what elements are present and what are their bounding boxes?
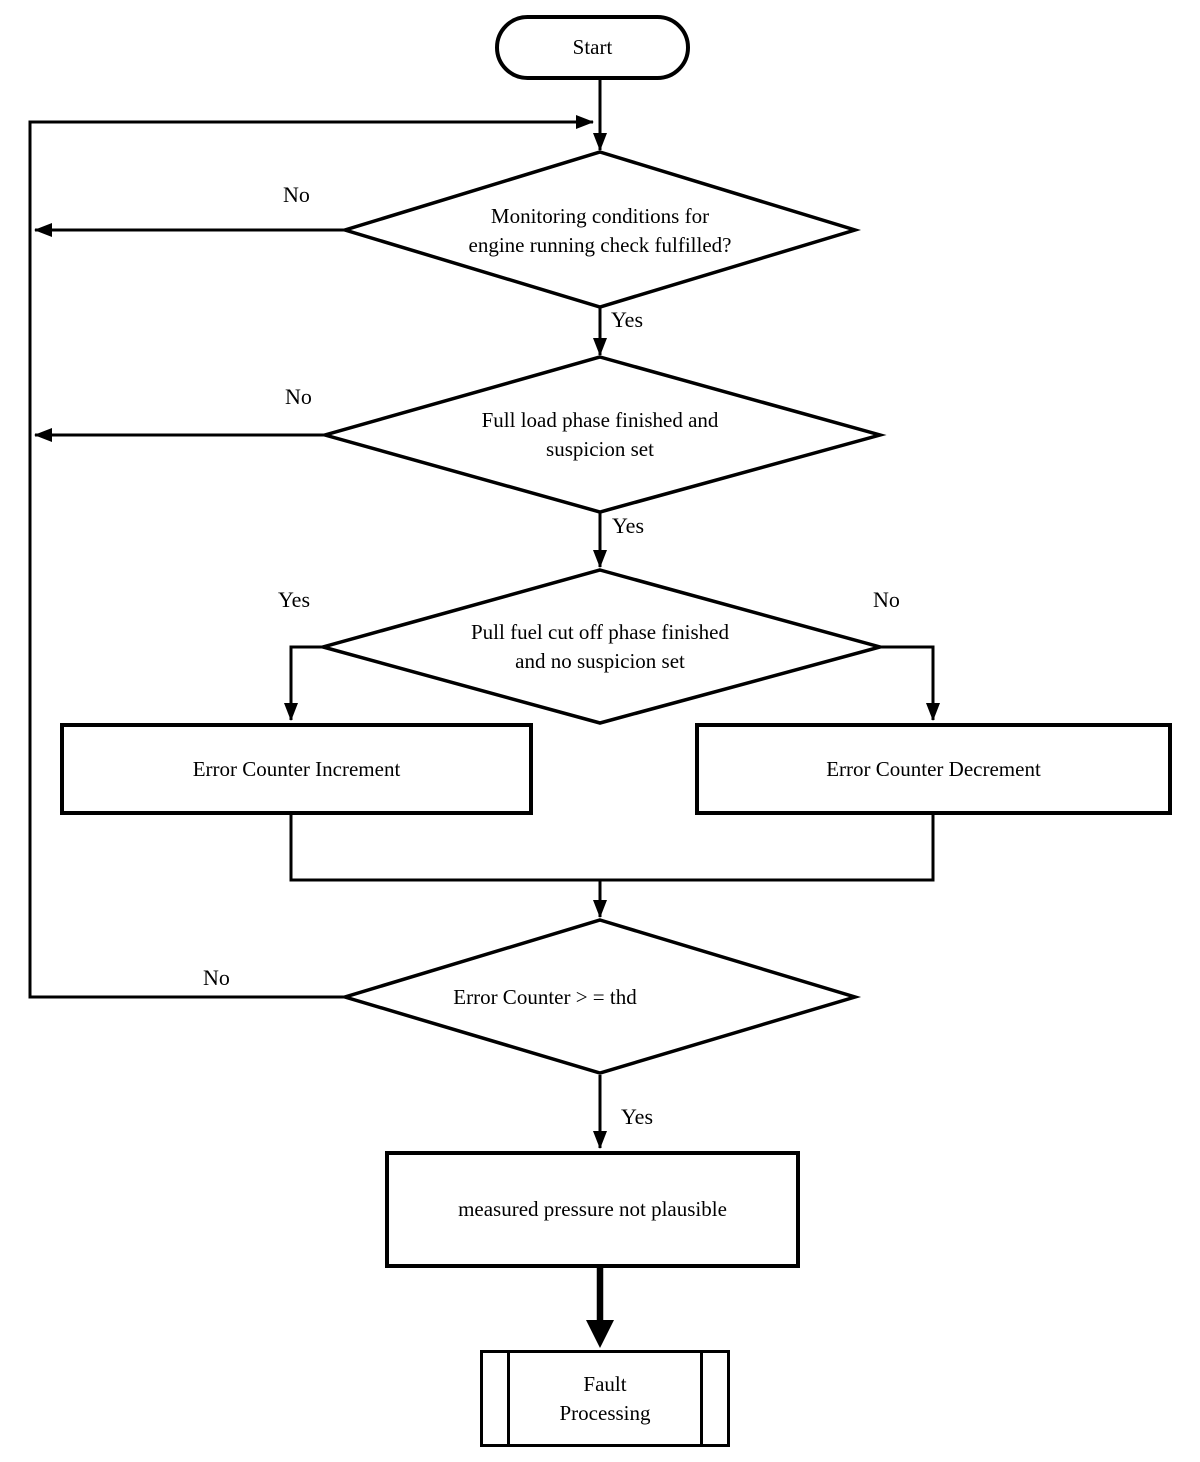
threshold-no-label: No: [203, 965, 230, 990]
fault-processing-label: Fault Processing: [559, 1371, 651, 1425]
error-counter-decrement-label: Error Counter Decrement: [826, 756, 1041, 781]
monitoring-no-label: No: [283, 182, 310, 207]
error-counter-increment-node: Error Counter Increment: [60, 723, 533, 815]
start-node: Start: [495, 15, 690, 80]
fault-processing-left-bar: [507, 1353, 510, 1444]
edge-to-fault-processing-arrowhead: [586, 1320, 614, 1348]
error-counter-increment-label: Error Counter Increment: [192, 756, 401, 781]
threshold-yes-label: Yes: [621, 1104, 654, 1129]
fault-processing-node: Fault Processing: [480, 1350, 730, 1447]
measured-pressure-node: measured pressure not plausible: [385, 1151, 800, 1268]
start-label: Start: [572, 35, 613, 59]
full-load-yes-label: Yes: [612, 513, 645, 538]
measured-pressure-label: measured pressure not plausible: [458, 1197, 727, 1221]
full-load-no-label: No: [285, 384, 312, 409]
threshold-decision-shape: [338, 918, 862, 1075]
fuel-cut-no-label: No: [873, 587, 900, 612]
fault-processing-right-bar: [700, 1353, 703, 1444]
monitoring-yes-label: Yes: [611, 307, 644, 332]
monitoring-decision-shape: [338, 150, 862, 309]
edge-fuel-cut-no: [880, 645, 940, 721]
fuel-cut-decision-shape: [316, 568, 887, 725]
edge-merge: [289, 815, 935, 882]
full-load-decision-shape: [318, 355, 887, 514]
fuel-cut-yes-label: Yes: [278, 587, 311, 612]
error-counter-decrement-node: Error Counter Decrement: [695, 723, 1172, 815]
edge-threshold-no-loop: [28, 115, 594, 999]
edge-fuel-cut-yes: [284, 645, 323, 721]
